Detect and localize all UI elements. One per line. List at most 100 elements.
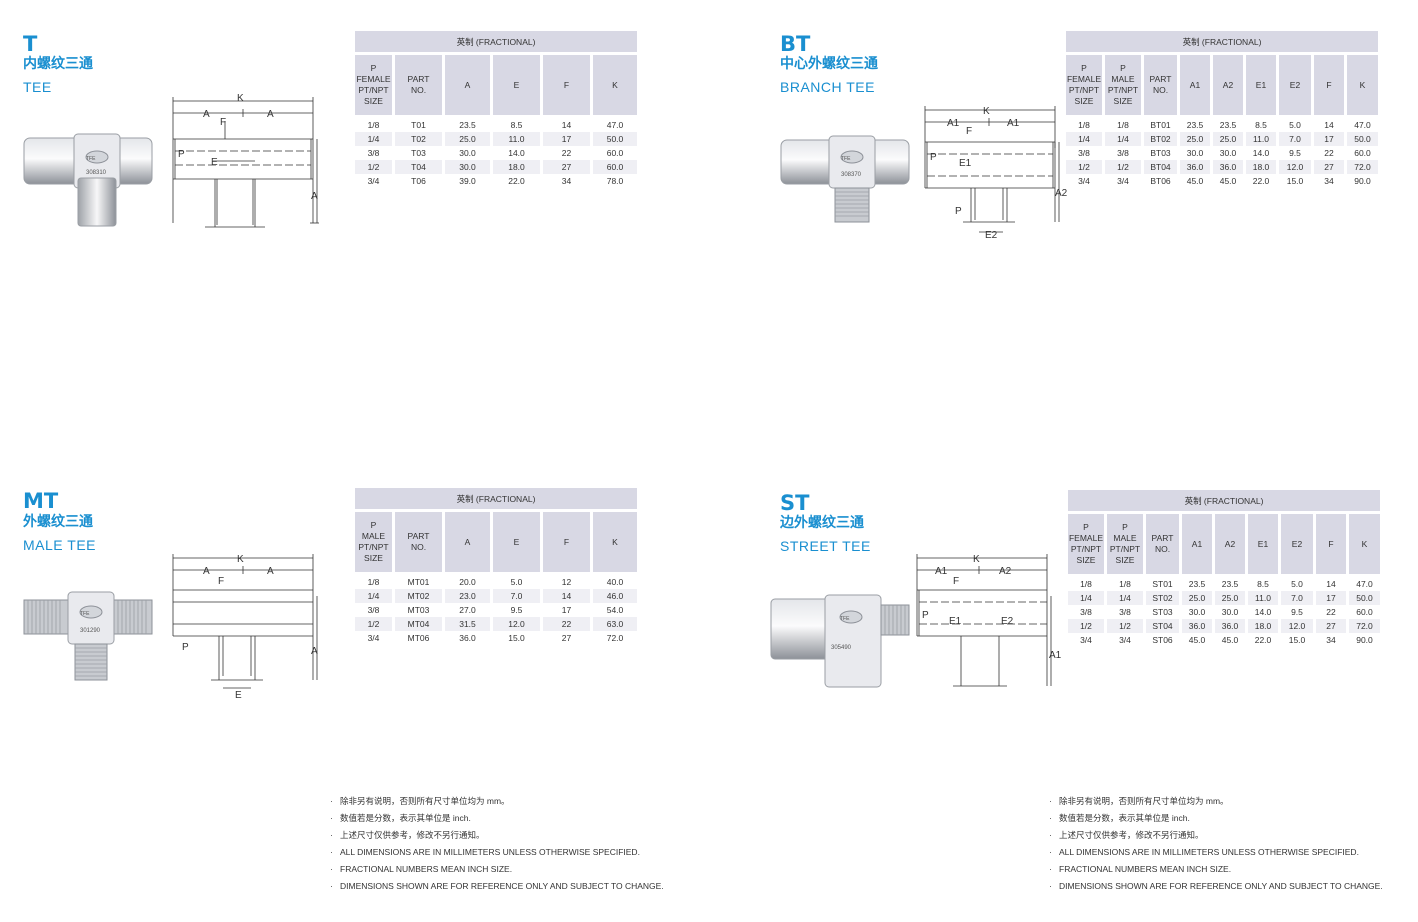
label-a-vertical: A xyxy=(311,646,318,657)
col-header: A2 xyxy=(1215,514,1245,574)
label-e: E xyxy=(235,690,242,700)
label-a-right: A xyxy=(267,109,274,120)
col-header: K xyxy=(593,512,637,572)
label-p: P xyxy=(182,642,189,653)
col-header: F xyxy=(1314,55,1344,115)
label-f: F xyxy=(220,117,226,128)
col-header: E1 xyxy=(1248,514,1278,574)
tee-dimension-drawing: K A A F P E A xyxy=(172,93,319,228)
col-header: F xyxy=(543,512,590,572)
col-header: E2 xyxy=(1281,514,1313,574)
table-caption: 英制 (FRACTIONAL) xyxy=(1066,31,1378,52)
label-p-male: P xyxy=(955,206,962,217)
note-item: ·除非另有说明，否则所有尺寸单位均为 mm。 xyxy=(1049,796,1229,806)
product-code: BT xyxy=(780,32,811,56)
notes-right: ·除非另有说明，否则所有尺寸单位均为 mm。 ·数值若是分数，表示其单位是 in… xyxy=(1049,793,1383,895)
section-street-tee: ST 边外螺纹三通 STREET TEE TFE 305490 K A1 A2 … xyxy=(709,461,1418,922)
label-a1-vertical: A1 xyxy=(1049,650,1062,661)
stamp-number: 301290 xyxy=(80,628,101,634)
label-f: F xyxy=(218,576,224,587)
label-a-left: A xyxy=(203,109,210,120)
label-p: P xyxy=(930,152,937,163)
section-tee: T 内螺纹三通 TEE TFE 308310 K A A F P E A xyxy=(0,0,709,461)
product-name-en: BRANCH TEE xyxy=(780,79,875,95)
col-header: F xyxy=(543,55,590,115)
svg-text:TFE: TFE xyxy=(86,156,96,162)
label-a2: A2 xyxy=(999,566,1012,577)
svg-text:TFE: TFE xyxy=(80,611,90,617)
label-e2: E2 xyxy=(985,230,998,241)
product-code: T xyxy=(23,32,38,56)
street-tee-dimension-drawing: K A1 A2 F P E1 E2 A1 xyxy=(916,554,1062,687)
label-e1: E1 xyxy=(959,158,972,169)
product-code: MT xyxy=(23,489,59,513)
col-header: E1 xyxy=(1246,55,1276,115)
note-item: ·ALL DIMENSIONS ARE IN MILLIMETERS UNLES… xyxy=(1049,847,1359,857)
col-header: K xyxy=(1347,55,1378,115)
note-item: ·DIMENSIONS SHOWN ARE FOR REFERENCE ONLY… xyxy=(1049,881,1383,891)
note-item: ·FRACTIONAL NUMBERS MEAN INCH SIZE. xyxy=(330,864,513,874)
tee-photo: TFE 308310 xyxy=(23,133,153,227)
label-f: F xyxy=(966,126,972,137)
col-header: E2 xyxy=(1279,55,1311,115)
product-name-en: STREET TEE xyxy=(780,538,871,554)
notes-left: ·除非另有说明，否则所有尺寸单位均为 mm。 ·数值若是分数，表示其单位是 in… xyxy=(330,793,664,895)
section-branch-tee: BT 中心外螺纹三通 BRANCH TEE TFE 308370 K A1 A1… xyxy=(709,0,1418,461)
product-code: ST xyxy=(780,491,810,515)
label-k: K xyxy=(237,554,244,565)
stamp-number: 308370 xyxy=(841,172,862,178)
note-item: ·FRACTIONAL NUMBERS MEAN INCH SIZE. xyxy=(1049,864,1232,874)
col-header: F xyxy=(1316,514,1346,574)
col-header: A xyxy=(445,55,490,115)
stamp-number: 305490 xyxy=(831,645,852,651)
col-header: A xyxy=(445,512,490,572)
label-e2: E2 xyxy=(1001,616,1014,627)
label-a1-right: A1 xyxy=(1007,118,1020,129)
label-a2: A2 xyxy=(1055,188,1068,199)
note-item: ·数值若是分数，表示其单位是 inch. xyxy=(1049,813,1190,823)
label-e: E xyxy=(211,157,218,168)
table-caption: 英制 (FRACTIONAL) xyxy=(355,31,637,52)
label-a1-left: A1 xyxy=(947,118,960,129)
label-k: K xyxy=(237,93,244,104)
svg-text:TFE: TFE xyxy=(840,616,850,622)
col-header: K xyxy=(593,55,637,115)
label-a-left: A xyxy=(203,566,210,577)
note-item: ·上述尺寸仅供参考，修改不另行通知。 xyxy=(1049,830,1204,840)
street-tee-photo: TFE 305490 xyxy=(770,594,910,688)
note-item: ·数值若是分数，表示其单位是 inch. xyxy=(330,813,471,823)
label-p: P xyxy=(178,149,185,160)
label-p: P xyxy=(922,610,929,621)
col-header: A2 xyxy=(1213,55,1243,115)
table-caption: 英制 (FRACTIONAL) xyxy=(355,488,637,509)
note-item: ·除非另有说明，否则所有尺寸单位均为 mm。 xyxy=(330,796,510,806)
label-a-vertical: A xyxy=(311,191,318,202)
col-header: K xyxy=(1349,514,1380,574)
table-caption: 英制 (FRACTIONAL) xyxy=(1068,490,1380,511)
product-name-cn: 边外螺纹三通 xyxy=(780,515,864,531)
